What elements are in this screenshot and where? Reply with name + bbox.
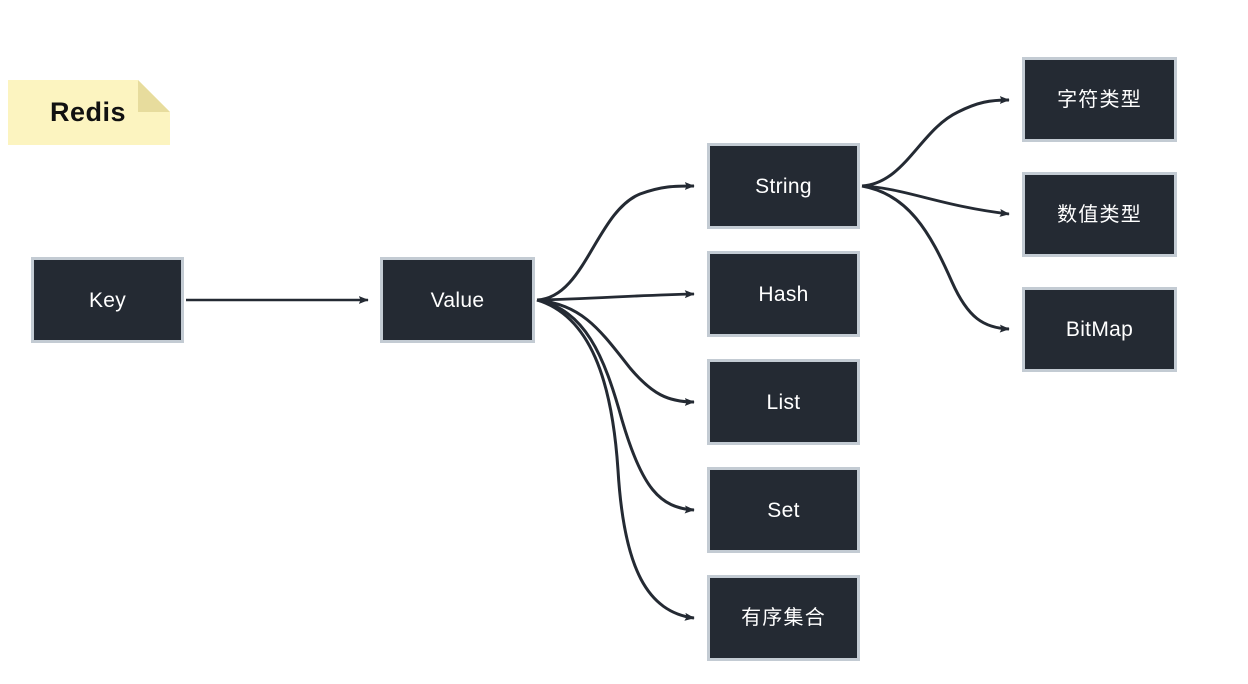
node-key-label: Key bbox=[88, 288, 127, 312]
edge-string-to-numtype bbox=[861, 184, 1010, 217]
node-character-type[interactable]: 字符类型 bbox=[1022, 57, 1177, 142]
node-set[interactable]: Set bbox=[707, 467, 860, 553]
node-string[interactable]: String bbox=[707, 143, 860, 229]
node-numeric-type[interactable]: 数值类型 bbox=[1022, 172, 1177, 257]
node-set-label: Set bbox=[767, 498, 800, 522]
edge-value-to-sortedset bbox=[536, 298, 695, 621]
node-numeric-type-label: 数值类型 bbox=[1057, 203, 1142, 226]
node-string-label: String bbox=[755, 174, 812, 198]
node-sorted-set-label: 有序集合 bbox=[741, 607, 826, 629]
edge-string-to-chartype bbox=[861, 96, 1010, 188]
edge-value-to-set bbox=[536, 298, 695, 514]
node-value[interactable]: Value bbox=[380, 257, 535, 343]
node-sorted-set[interactable]: 有序集合 bbox=[707, 575, 860, 661]
edge-string-to-bitmap bbox=[861, 184, 1010, 333]
node-hash-label: Hash bbox=[758, 282, 809, 306]
node-list-label: List bbox=[766, 390, 801, 414]
node-bitmap[interactable]: BitMap bbox=[1022, 287, 1177, 372]
node-hash[interactable]: Hash bbox=[707, 251, 860, 337]
node-list[interactable]: List bbox=[707, 359, 860, 445]
node-value-label: Value bbox=[430, 288, 485, 312]
sticky-note-label: Redis bbox=[50, 97, 127, 127]
node-key[interactable]: Key bbox=[31, 257, 184, 343]
edge-value-to-list bbox=[536, 298, 695, 406]
edge-value-to-hash bbox=[536, 290, 695, 302]
node-character-type-label: 字符类型 bbox=[1057, 88, 1142, 111]
node-bitmap-label: BitMap bbox=[1065, 318, 1134, 341]
edge-value-to-string bbox=[536, 182, 695, 302]
redis-sticky-note: Redis bbox=[8, 80, 170, 145]
